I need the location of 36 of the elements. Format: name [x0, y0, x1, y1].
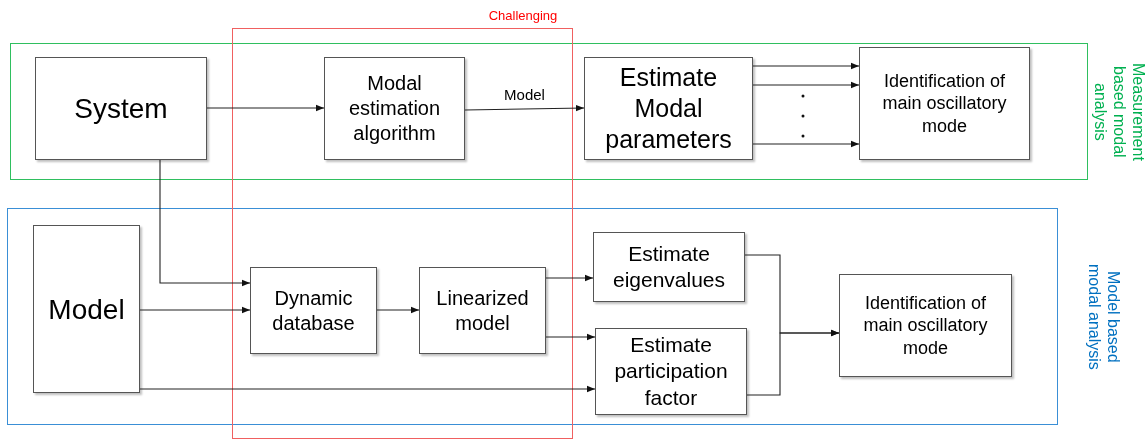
box-label: Dynamic database [271, 285, 356, 336]
process-box [859, 47, 1030, 160]
arrow [752, 62, 860, 70]
process-box [595, 328, 747, 415]
arrow [752, 140, 860, 148]
process-box [419, 267, 546, 354]
process-box [324, 57, 465, 160]
process-box [250, 267, 377, 354]
box-label: Estimate eigenvalues [611, 240, 727, 293]
process-box [35, 57, 207, 160]
box-label: Linearized model [435, 285, 530, 336]
box-label: System [74, 92, 168, 126]
process-box [33, 225, 140, 393]
box-label: Estimate participation factor [613, 332, 729, 411]
arrow [206, 104, 325, 112]
arrow [139, 385, 596, 393]
arrow [545, 274, 594, 282]
process-box [839, 274, 1012, 377]
box-label: Identification of main oscillatory mode [862, 291, 989, 360]
arrow [464, 104, 585, 112]
group-title: Model based modal analysis [1085, 262, 1123, 372]
box-label: Model [48, 292, 125, 327]
arrow [376, 306, 420, 314]
process-box [584, 57, 753, 160]
box-label: Modal estimation algorithm [347, 71, 442, 146]
arrow [752, 81, 860, 89]
region-title: Challenging [487, 7, 559, 25]
arrow [139, 306, 251, 314]
arrow [746, 329, 840, 396]
box-label: Identification of main oscillatory mode [881, 69, 1008, 138]
process-box [593, 232, 745, 302]
arrow [545, 333, 596, 341]
arrow [159, 159, 251, 287]
group-title: Measurement based modal analysis [1090, 61, 1148, 163]
edge-label: Model [502, 87, 547, 102]
box-label: Estimate Modal parameters [604, 61, 733, 156]
